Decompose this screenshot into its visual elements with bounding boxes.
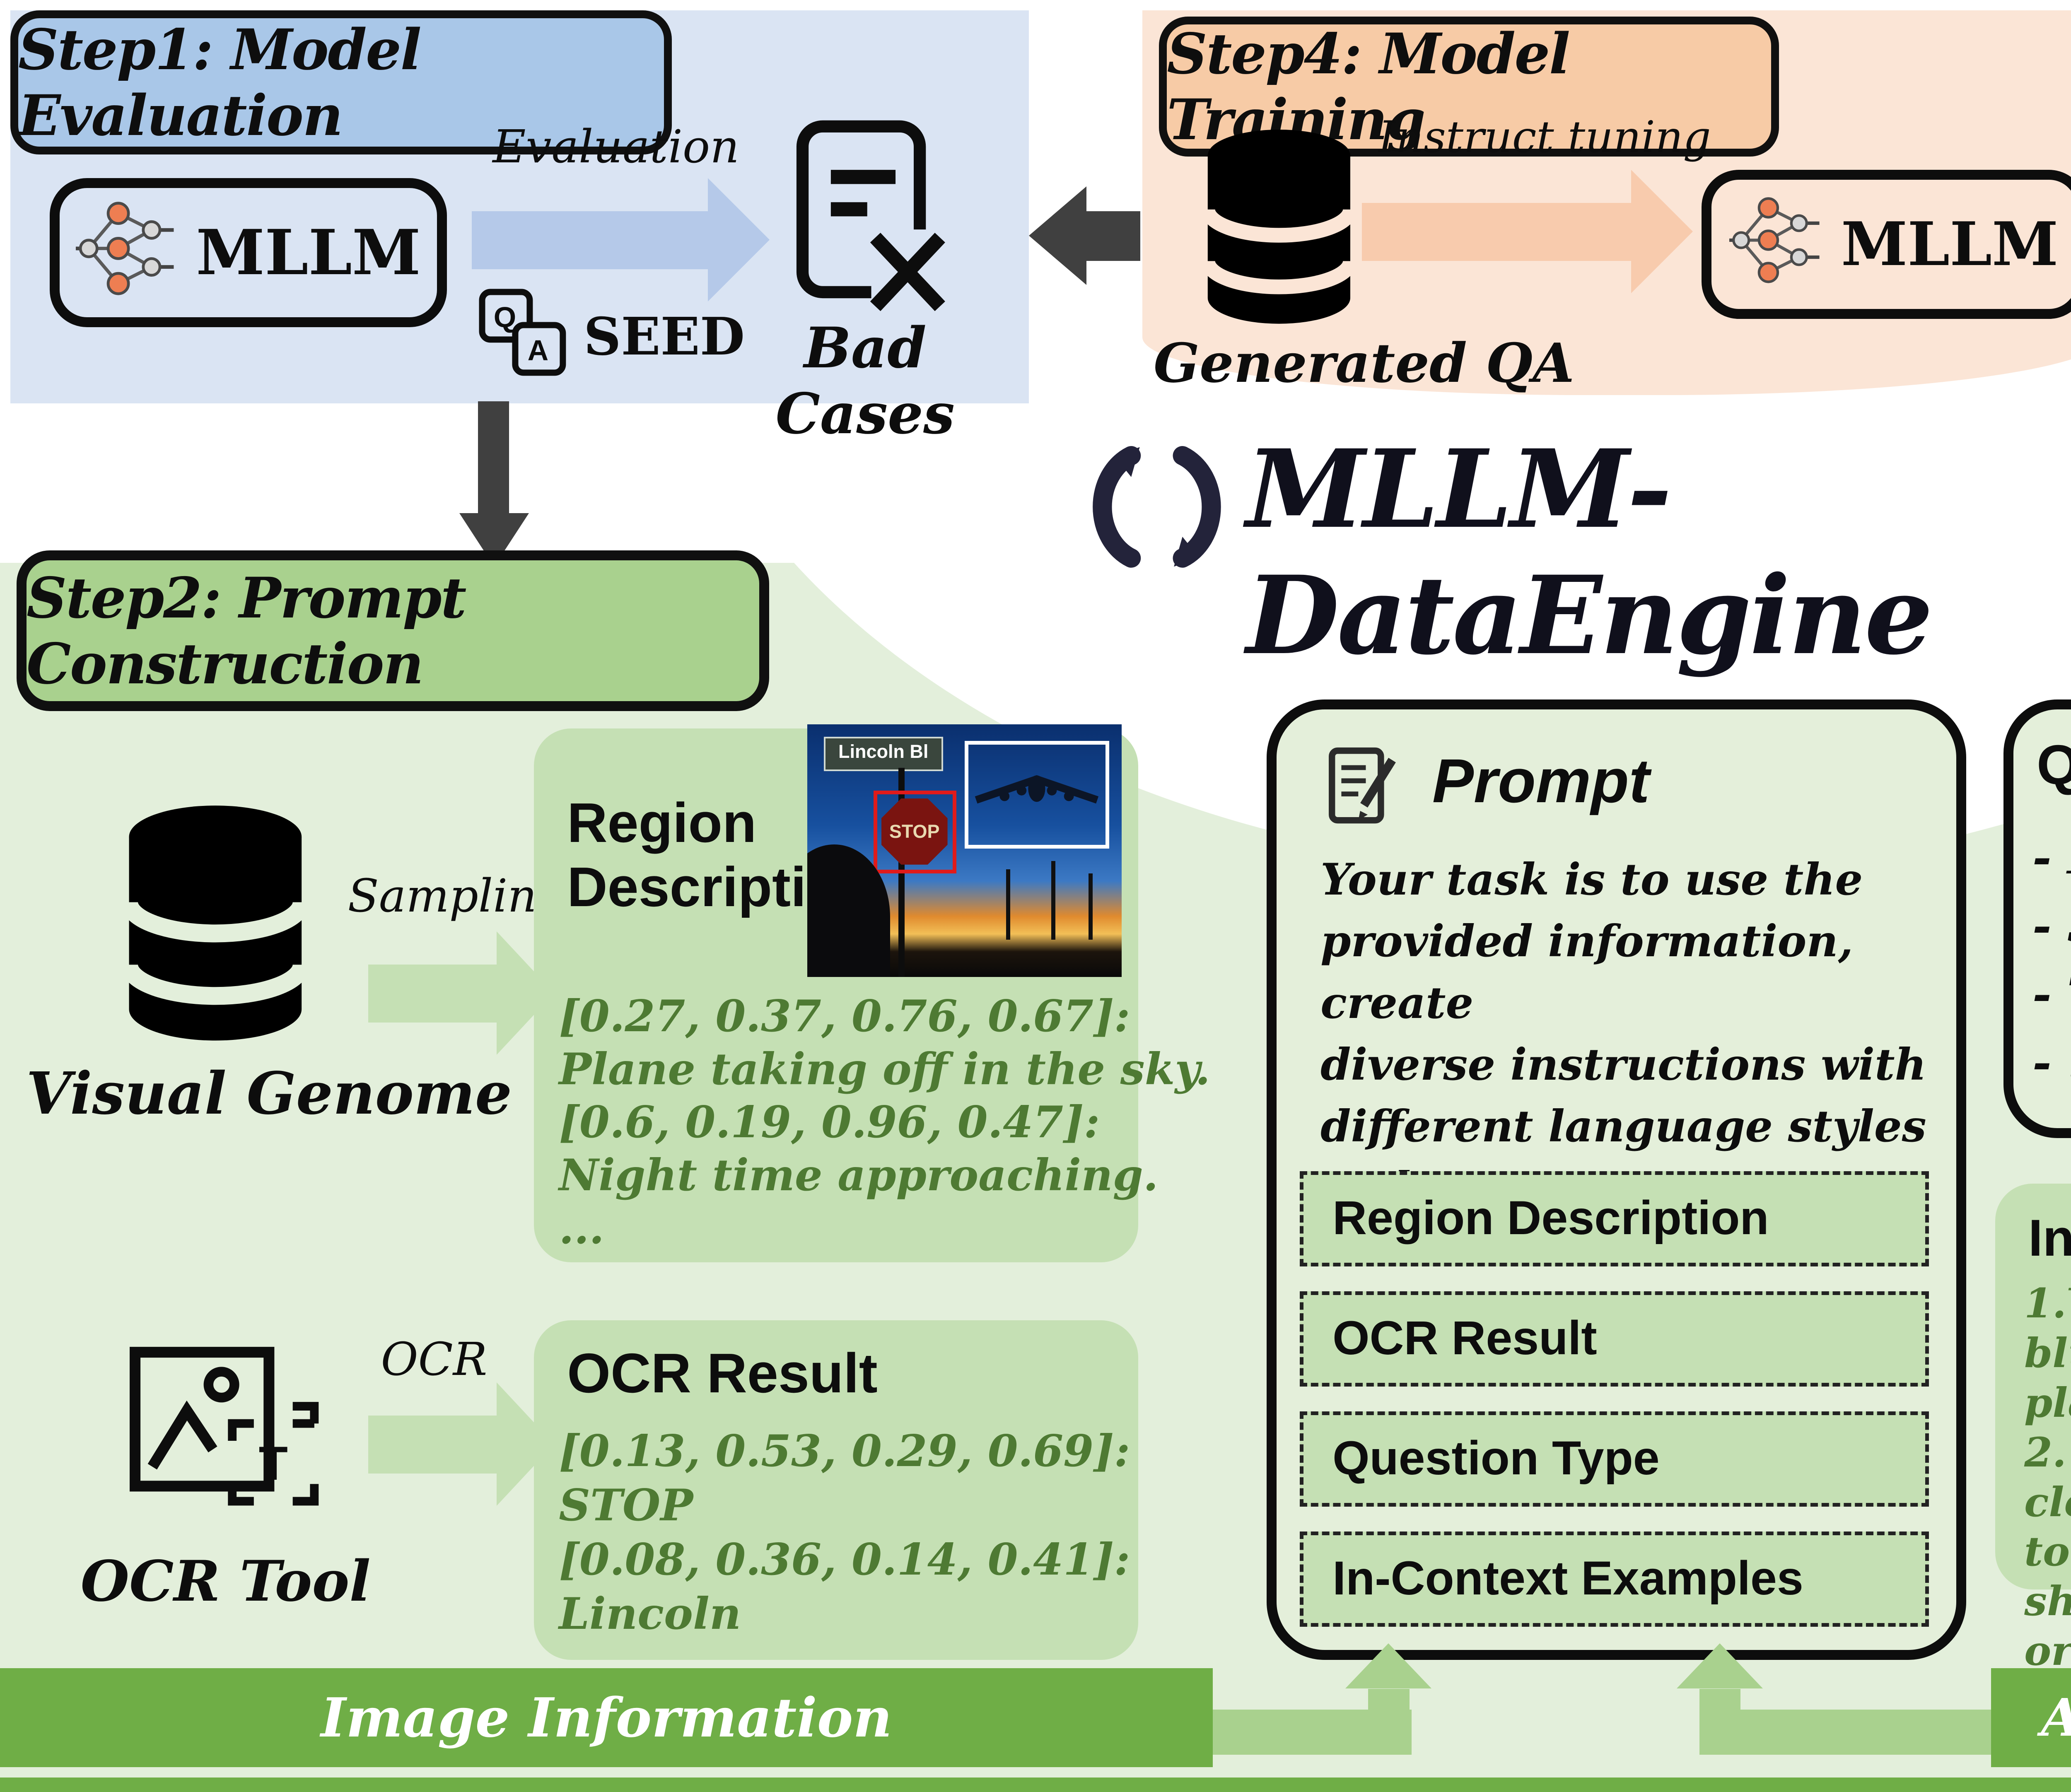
database-icon-visual-genome (120, 803, 311, 1051)
rd-line: ... (559, 1202, 604, 1254)
rd-line: Night time approaching. (559, 1149, 1159, 1201)
prompt-slot-ocr-result: OCR Result (1300, 1291, 1929, 1387)
ocr-tool-label: OCR Tool (80, 1548, 371, 1614)
seed-qa-icon: Q A (476, 286, 571, 389)
arrow-step1-to-step2-shaft (478, 401, 509, 514)
question-types-title: Question Types (2037, 733, 2071, 797)
neural-network-icon (76, 197, 179, 308)
region-description-lines: [0.27, 0.37, 0.76, 0.67]: Plane taking o… (559, 989, 1210, 1254)
mllm-chip-step1: MLLM (49, 178, 447, 327)
evaluation-label: Evaluation (492, 120, 739, 173)
in-context-examples-box (1995, 1184, 2071, 1589)
ocr-arrow-shaft (368, 1415, 497, 1474)
neural-network-icon (1729, 193, 1825, 296)
light-pole-1 (1006, 869, 1010, 940)
arrow-step4-to-step1-shaft (1086, 211, 1141, 261)
seed-label: SEED (584, 306, 745, 367)
question-type-item: - Spatial Relation (2032, 899, 2071, 953)
mllm-label-step1: MLLM (196, 216, 421, 289)
plane-bbox (964, 740, 1110, 849)
bad-cases-label: Bad Cases (775, 314, 955, 446)
evaluation-arrow-head (707, 178, 770, 301)
ocr-result-title: OCR Result (567, 1342, 878, 1405)
svg-text:T: T (259, 1437, 288, 1490)
image-info-elbow-head (1345, 1643, 1432, 1688)
step4-header-label: Step4: Model Training (1167, 20, 1570, 152)
in-context-title: In-Context Examples (2028, 1209, 2071, 1267)
in-context-body: 1.Where is the blueberry placed on the c… (2024, 1280, 2071, 1724)
evaluation-arrow-shaft (472, 211, 708, 269)
ocr-result-lines: [0.13, 0.53, 0.29, 0.69]: STOP [0.08, 0.… (559, 1424, 1130, 1641)
svg-text:A: A (528, 334, 549, 366)
prompt-slot-region-description: Region Description (1300, 1171, 1929, 1267)
abs-bar: Adaptive Bad-case Sampling (ABS) (1991, 1668, 2071, 1768)
mllm-label-step4: MLLM (1841, 209, 2059, 280)
abs-elbow-head (1676, 1643, 1763, 1688)
image-information-label: Image Information (321, 1686, 892, 1749)
step2-header-label: Step2: Prompt Construction (26, 565, 466, 697)
sample-photo: Lincoln Bl STOP (807, 724, 1122, 977)
diagram-title: MLLM-DataEngine (1246, 426, 1933, 679)
ocr-line: Lincoln (559, 1588, 741, 1640)
ocr-label: OCR (381, 1333, 488, 1386)
prompt-slot-in-context-examples: In-Context Examples (1300, 1531, 1929, 1627)
ocr-line: [0.13, 0.53, 0.29, 0.69]: (559, 1425, 1130, 1476)
instruct-tuning-label: Instruct tuning (1378, 111, 1711, 162)
bottom-strip (0, 1778, 2071, 1792)
stop-sign: STOP (881, 798, 948, 865)
image-info-elbow-shaft (1368, 1688, 1410, 1755)
visual-genome-label: Visual Genome (26, 1059, 512, 1128)
region-description-title: Region Description (567, 791, 875, 918)
image-information-bar: Image Information (0, 1668, 1213, 1768)
vg-sampling-arrow-shaft (368, 964, 497, 1023)
step1-header: Step1: Model Evaluation (10, 10, 672, 154)
street-sign: Lincoln Bl (823, 736, 943, 771)
ocr-line: STOP (559, 1479, 693, 1531)
question-type-item: - Text Understanding (2032, 967, 2071, 1021)
prompt-note-icon (1325, 745, 1403, 836)
question-type-item: - Instance Identity (2032, 830, 2071, 884)
mllm-chip-step4: MLLM (1701, 169, 2071, 319)
generated-qa-label-step4: Generated QA (1154, 331, 1574, 395)
abs-elbow-shaft (1699, 1688, 1741, 1755)
abs-elbow-band (1740, 1709, 1991, 1755)
step2-header: Step2: Prompt Construction (16, 550, 769, 711)
bad-cases-icon (778, 116, 952, 327)
sampling-label-vg: Sampling (348, 869, 566, 922)
ocr-line: [0.08, 0.36, 0.14, 0.41]: (559, 1534, 1130, 1585)
prompt-slot-question-type: Question Type (1300, 1411, 1929, 1507)
arrow-step4-to-step1-head (1029, 186, 1086, 285)
question-types-list: - Instance Identity - Spatial Relation -… (2032, 824, 2071, 1097)
question-types-box (2003, 699, 2071, 1138)
stop-sign-bbox: STOP (873, 790, 956, 873)
prompt-box-title: Prompt (1432, 745, 1650, 815)
ocr-tool-icon: T (124, 1341, 323, 1527)
plane-silhouette (975, 775, 1098, 804)
instruct-arrow-head (1631, 169, 1693, 293)
question-type-item: - ... (2032, 1035, 2071, 1089)
svg-text:Q: Q (494, 301, 516, 333)
instruct-arrow-shaft (1362, 203, 1631, 261)
cycle-refresh-icon (1093, 439, 1221, 583)
rd-line: [0.6, 0.19, 0.96, 0.47]: (559, 1096, 1100, 1148)
ocr-result-box (534, 1320, 1139, 1660)
light-pole-3 (1089, 873, 1093, 940)
database-icon-step4 (1200, 128, 1358, 333)
step1-header-label: Step1: Model Evaluation (18, 16, 422, 148)
light-pole-2 (1051, 861, 1056, 940)
prompt-body-text: Your task is to use the provided informa… (1320, 853, 1926, 1275)
abs-label: Adaptive Bad-case Sampling (ABS) (2041, 1688, 2071, 1748)
rd-line: [0.27, 0.37, 0.76, 0.67]: (559, 990, 1130, 1042)
rd-line: Plane taking off in the sky. (559, 1043, 1210, 1095)
